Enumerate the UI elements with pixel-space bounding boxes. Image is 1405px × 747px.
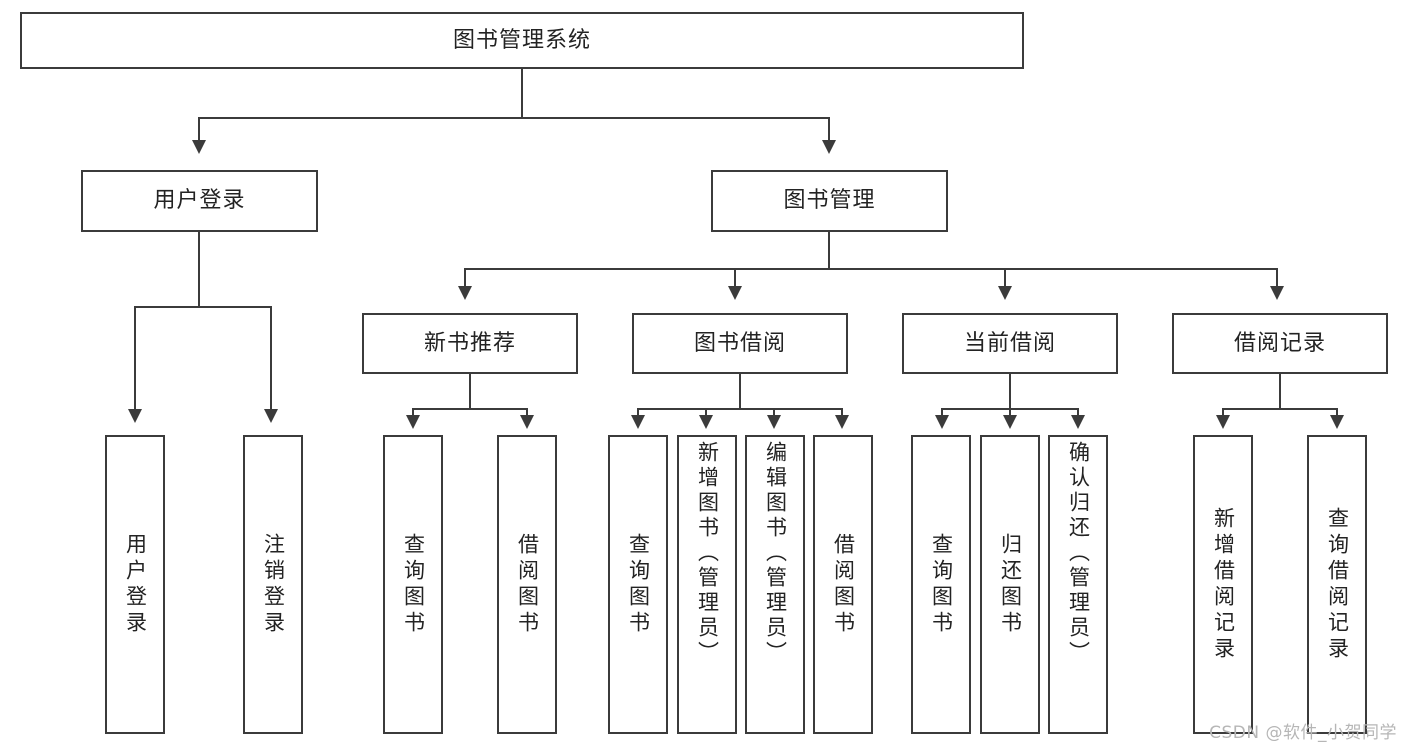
node-borrow-record[interactable]: 借阅记录: [1172, 313, 1388, 374]
connector-borrow-record-bar: [1222, 408, 1338, 410]
arrow-to-leaf-query-borrow-record: [1330, 415, 1344, 429]
leaf-borrow-book-recommend[interactable]: 借阅图书: [497, 435, 557, 734]
connector-root-stem: [521, 69, 523, 117]
node-root-book-management-system[interactable]: 图书管理系统: [20, 12, 1024, 69]
node-label: 编辑图书（管理员）: [763, 441, 788, 666]
node-book-borrow[interactable]: 图书借阅: [632, 313, 848, 374]
arrow-to-leaf-query-book-2: [631, 415, 645, 429]
leaf-borrow-book[interactable]: 借阅图书: [813, 435, 873, 734]
connector-level2-drop-left: [198, 117, 200, 142]
leaf-confirm-return-admin[interactable]: 确认归还（管理员）: [1048, 435, 1108, 734]
connector-new-book-drop-2: [526, 408, 528, 417]
arrow-to-leaf-borrow-book-2: [835, 415, 849, 429]
arrow-to-book-management: [822, 140, 836, 154]
leaf-query-borrow-record[interactable]: 查询借阅记录: [1307, 435, 1367, 734]
leaf-add-borrow-record[interactable]: 新增借阅记录: [1193, 435, 1253, 734]
leaf-query-book-borrow[interactable]: 查询图书: [608, 435, 668, 734]
arrow-to-leaf-query-book-3: [935, 415, 949, 429]
connector-borrow-record-stem: [1279, 374, 1281, 410]
arrow-to-leaf-borrow-book-1: [520, 415, 534, 429]
node-label: 查询借阅记录: [1325, 506, 1350, 663]
node-label: 新增图书（管理员）: [695, 441, 720, 666]
connector-book-borrow-drop-4: [841, 408, 843, 417]
arrow-to-leaf-add-book: [699, 415, 713, 429]
connector-book-borrow-bar: [637, 408, 843, 410]
connector-book-borrow-drop-3: [773, 408, 775, 417]
connector-user-login-drop-2: [270, 306, 272, 411]
connector-current-borrow-drop-1: [941, 408, 943, 417]
connector-level3-drop-3: [1004, 268, 1006, 288]
arrow-to-leaf-user-login: [128, 409, 142, 423]
node-label: 查询图书: [626, 532, 651, 637]
node-label: 图书借阅: [693, 330, 786, 356]
leaf-add-book-admin[interactable]: 新增图书（管理员）: [677, 435, 737, 734]
arrow-to-leaf-return-book: [1003, 415, 1017, 429]
node-book-management[interactable]: 图书管理: [711, 170, 948, 232]
node-user-login[interactable]: 用户登录: [81, 170, 318, 232]
connector-level2-bar: [198, 117, 830, 119]
leaf-edit-book-admin[interactable]: 编辑图书（管理员）: [745, 435, 805, 734]
node-label: 新书推荐: [423, 330, 516, 356]
node-label: 当前借阅: [963, 330, 1056, 356]
node-label: 注销登录: [261, 532, 286, 637]
connector-level3-drop-2: [734, 268, 736, 288]
connector-new-book-stem: [469, 374, 471, 410]
leaf-query-book-recommend[interactable]: 查询图书: [383, 435, 443, 734]
node-label: 归还图书: [998, 532, 1023, 637]
node-label: 图书管理系统: [452, 27, 591, 53]
connector-book-borrow-drop-1: [637, 408, 639, 417]
node-label: 借阅记录: [1233, 330, 1326, 356]
arrow-to-book-borrow: [728, 286, 742, 300]
leaf-query-book-current[interactable]: 查询图书: [911, 435, 971, 734]
leaf-return-book[interactable]: 归还图书: [980, 435, 1040, 734]
connector-user-login-drop-1: [134, 306, 136, 411]
node-label: 用户登录: [153, 188, 246, 214]
connector-current-borrow-drop-2: [1009, 408, 1011, 417]
connector-book-borrow-stem: [739, 374, 741, 410]
node-label: 借阅图书: [831, 532, 856, 637]
node-label: 新增借阅记录: [1211, 506, 1236, 663]
arrow-to-leaf-add-borrow-record: [1216, 415, 1230, 429]
node-label: 借阅图书: [515, 532, 540, 637]
node-label: 图书管理: [783, 188, 876, 214]
connector-level3-drop-4: [1276, 268, 1278, 288]
leaf-logout[interactable]: 注销登录: [243, 435, 303, 734]
connector-current-borrow-stem: [1009, 374, 1011, 410]
watermark: CSDN @软件_小贺同学: [1209, 723, 1397, 743]
leaf-user-login[interactable]: 用户登录: [105, 435, 165, 734]
connector-new-book-drop-1: [412, 408, 414, 417]
arrow-to-current-borrow: [998, 286, 1012, 300]
connector-level2-drop-right: [828, 117, 830, 142]
node-label: 查询图书: [401, 532, 426, 637]
connector-level3-bar: [464, 268, 1278, 270]
arrow-to-leaf-logout: [264, 409, 278, 423]
arrow-to-user-login: [192, 140, 206, 154]
connector-new-book-bar: [412, 408, 528, 410]
node-label: 确认归还（管理员）: [1066, 441, 1091, 666]
connector-current-borrow-drop-3: [1077, 408, 1079, 417]
connector-book-borrow-drop-2: [705, 408, 707, 417]
arrow-to-leaf-confirm-return: [1071, 415, 1085, 429]
connector-user-login-bar: [134, 306, 270, 308]
arrow-to-new-book-recommend: [458, 286, 472, 300]
node-current-borrow[interactable]: 当前借阅: [902, 313, 1118, 374]
connector-user-login-stem: [198, 232, 200, 308]
connector-borrow-record-drop-1: [1222, 408, 1224, 417]
node-label: 查询图书: [929, 532, 954, 637]
node-label: 用户登录: [123, 532, 148, 637]
connector-level3-drop-1: [464, 268, 466, 288]
arrow-to-leaf-query-book-1: [406, 415, 420, 429]
node-new-book-recommend[interactable]: 新书推荐: [362, 313, 578, 374]
arrow-to-leaf-edit-book: [767, 415, 781, 429]
connector-borrow-record-drop-2: [1336, 408, 1338, 417]
connector-book-management-stem: [828, 232, 830, 270]
arrow-to-borrow-record: [1270, 286, 1284, 300]
